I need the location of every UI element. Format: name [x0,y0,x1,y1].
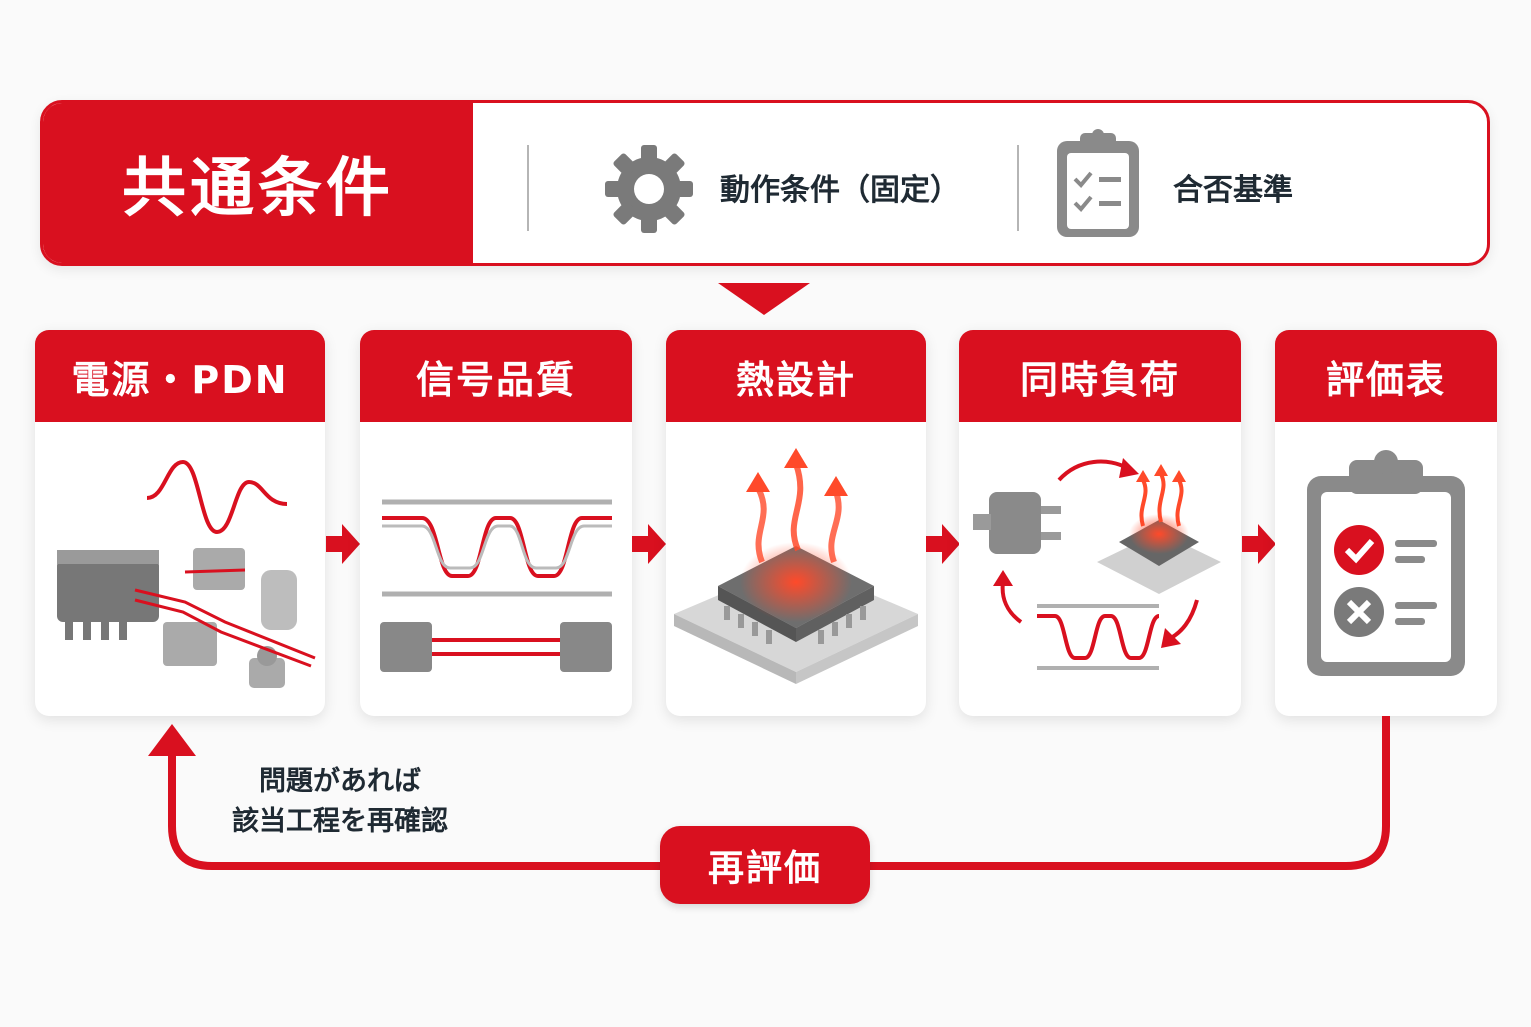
gear-icon [605,145,693,233]
step-label: 同時負荷 [959,330,1241,422]
divider [1017,145,1019,231]
signal-waveform-icon [380,499,612,672]
next-arrow-icon [632,524,666,564]
step-simultaneous-load: 同時負荷 [959,330,1241,716]
chip-heat-icon [674,448,918,684]
simultaneous-load-icon [973,458,1221,670]
feedback-note: 問題があれば 該当工程を再確認 [210,762,470,842]
next-arrow-icon [926,524,960,564]
step-label: 電源・PDN [35,330,325,422]
feedback-note-line: 問題があれば [259,766,421,797]
common-conditions-banner: 共通条件 動作条件（固定） 合否基準 [40,100,1490,266]
operating-conditions-label: 動作条件（固定） [720,173,960,208]
step-power-pdn: 電源・PDN [35,330,325,716]
evaluation-clipboard-icon [1307,450,1465,676]
divider [527,145,529,231]
down-arrow-icon [718,283,810,315]
step-thermal-design: 熱設計 [666,330,926,716]
step-label: 信号品質 [360,330,632,422]
clipboard-checklist-icon [1057,129,1139,237]
step-signal-quality: 信号品質 [360,330,632,716]
next-arrow-icon [1242,524,1276,564]
feedback-note-line: 該当工程を再確認 [232,806,448,837]
step-label: 評価表 [1275,330,1497,422]
step-evaluation-table: 評価表 [1275,330,1497,716]
pass-fail-criteria-label: 合否基準 [1173,173,1293,208]
re-evaluation-label: 再評価 [660,826,870,904]
next-arrow-icon [326,524,360,564]
pdn-components-icon [57,459,316,688]
step-label: 熱設計 [666,330,926,422]
common-conditions-title: 共通条件 [43,103,473,263]
